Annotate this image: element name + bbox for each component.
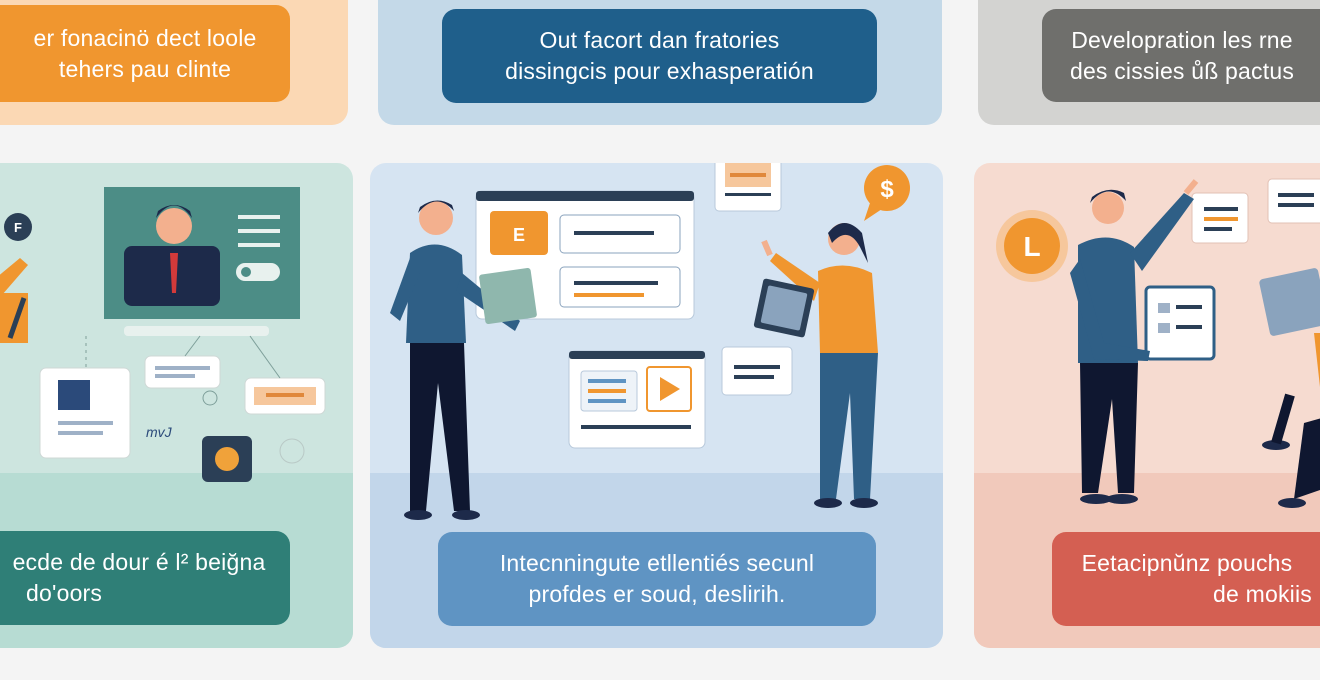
bottom-card-1-label: ecde de dour é l² beiğna do'oors — [0, 531, 290, 625]
top-card-2-line-1: Out facort dan fratories — [539, 27, 780, 53]
bottom-card-1-illustration: mvJ F — [0, 187, 353, 648]
bottom-card-1-line-2: do'oors — [26, 580, 103, 606]
bottom-card-2-line-1: Intecnningute etllentiés secunl — [499, 550, 815, 576]
top-card-1-line-2: tehers pau clinte — [58, 55, 232, 82]
card-3-icon-letter: L — [1023, 231, 1040, 262]
top-card-2-line-2: dissingcis pour exhasperatión — [505, 58, 814, 84]
bottom-card-3-illustration: L — [974, 178, 1320, 648]
bottom-card-3-line-2: de mokiis — [1213, 581, 1312, 607]
bottom-card-1: mvJ F ecde de dour é l² beiğna do'oors — [0, 163, 353, 648]
top-card-2: Out facort dan fratories dissingcis pour… — [378, 0, 942, 125]
card-1-tag: mvJ — [146, 424, 173, 440]
top-card-3-line-1: Developration les rne — [1071, 26, 1293, 53]
bottom-card-2-line-2: profdes er soud, deslirih. — [528, 581, 786, 607]
bottom-card-3-line-1: Eetacipnŭnz pouchs — [1081, 550, 1293, 576]
book-icon — [1144, 285, 1216, 361]
dollar-icon: $ — [880, 176, 894, 203]
card-2-icon-letter: E — [513, 225, 525, 245]
top-card-3-label: Developration les rne des cissies ůß pac… — [1042, 9, 1320, 102]
card-1-icon-letter: F — [14, 220, 22, 235]
bottom-card-2: E $ — [370, 163, 943, 648]
bottom-card-2-label: Intecnningute etllentiés secunl profdes … — [438, 532, 876, 626]
top-card-1-label: er fonacinö dect loole tehers pau clinte — [0, 5, 290, 102]
bottom-card-3: L — [974, 163, 1320, 648]
top-card-3: Developration les rne des cissies ůß pac… — [978, 0, 1320, 125]
top-card-1-line-1: er fonacinö dect loole — [33, 24, 257, 51]
top-card-1: er fonacinö dect loole tehers pau clinte — [0, 0, 348, 125]
top-card-2-label: Out facort dan fratories dissingcis pour… — [442, 9, 877, 103]
top-card-3-line-2: des cissies ůß pactus — [1069, 57, 1295, 84]
play-icon — [660, 377, 680, 401]
bottom-card-3-label: Eetacipnŭnz pouchs de mokiis — [1052, 532, 1320, 626]
bottom-card-1-line-1: ecde de dour é l² beiğna — [12, 549, 266, 575]
